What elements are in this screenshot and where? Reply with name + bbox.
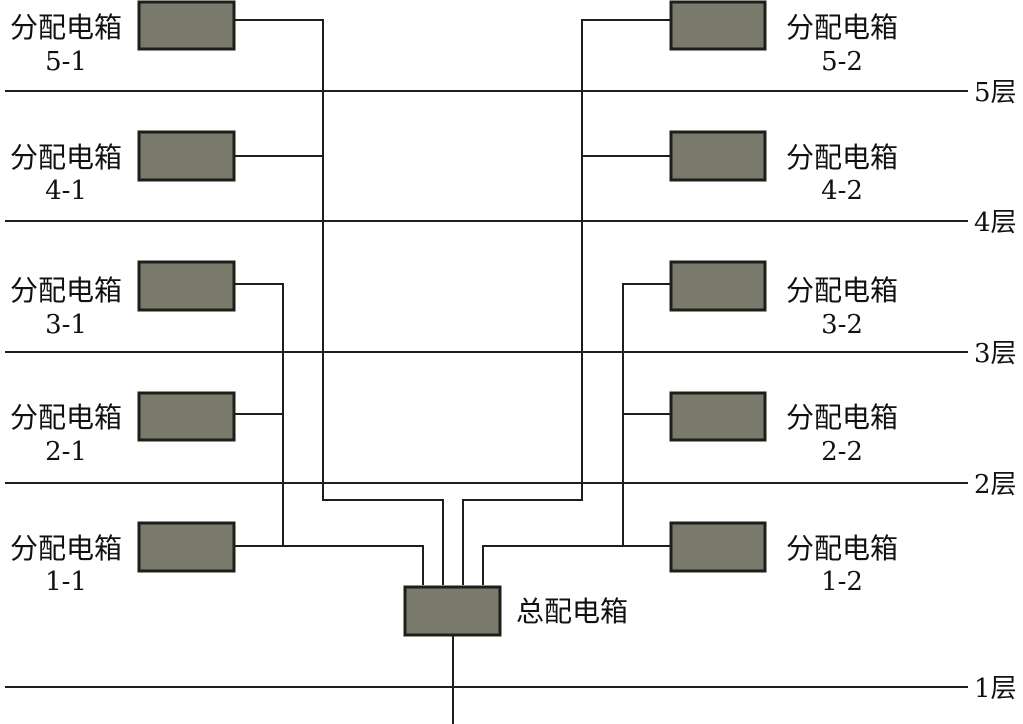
- wire-5-1: [234, 19, 444, 585]
- box-label-2-1: 分配电箱: [10, 401, 122, 434]
- box-code-5-2: 5-2: [821, 47, 863, 77]
- distribution-box-5-1: [137, 0, 236, 51]
- distribution-box-1-2: [669, 521, 767, 573]
- distribution-box-3-2: [669, 260, 767, 312]
- box-code-1-1: 1-1: [45, 567, 87, 597]
- wiring: [234, 19, 671, 724]
- main-box-label: 总配电箱: [516, 595, 628, 628]
- distribution-box-5-2: [669, 0, 767, 51]
- box-label-2-2: 分配电箱: [786, 401, 898, 434]
- floor-label-1: 1层: [974, 674, 1017, 704]
- right-labels: 分配电箱 5-2 分配电箱 4-2 分配电箱 3-2 分配电箱 2-2 分配电箱…: [786, 11, 898, 597]
- box-label-5-2: 分配电箱: [786, 11, 898, 44]
- box-label-4-1: 分配电箱: [10, 141, 122, 174]
- right-boxes: [669, 0, 767, 573]
- distribution-box-2-1: [137, 391, 236, 442]
- distribution-box-2-2: [669, 391, 767, 442]
- floor-label-2: 2层: [974, 470, 1017, 500]
- box-code-3-2: 3-2: [821, 310, 863, 340]
- box-label-3-2: 分配电箱: [786, 274, 898, 307]
- box-label-5-1: 分配电箱: [10, 11, 122, 44]
- left-labels: 分配电箱 5-1 分配电箱 4-1 分配电箱 3-1 分配电箱 2-1 分配电箱…: [10, 11, 122, 597]
- floor-labels: 5层 4层 3层 2层 1层: [974, 78, 1017, 704]
- box-code-2-1: 2-1: [45, 437, 87, 467]
- floor-label-4: 4层: [974, 208, 1017, 238]
- main-distribution-box: [403, 585, 502, 637]
- floor-label-5: 5层: [974, 78, 1017, 108]
- box-label-3-1: 分配电箱: [10, 274, 122, 307]
- box-code-4-1: 4-1: [45, 176, 87, 206]
- box-code-2-2: 2-2: [821, 437, 863, 467]
- box-label-4-2: 分配电箱: [786, 141, 898, 174]
- wire-3-1: [234, 283, 424, 585]
- wire-5-2: [462, 19, 671, 585]
- box-code-1-2: 1-2: [821, 567, 863, 597]
- floor-lines: [5, 90, 968, 688]
- floor-label-3: 3层: [974, 339, 1017, 369]
- box-code-3-1: 3-1: [45, 310, 87, 340]
- wire-3-2: [482, 283, 671, 585]
- distribution-box-3-1: [137, 260, 236, 312]
- box-label-1-2: 分配电箱: [786, 532, 898, 565]
- left-boxes: [137, 0, 236, 573]
- box-code-4-2: 4-2: [821, 176, 863, 206]
- distribution-box-4-2: [669, 130, 767, 182]
- box-label-1-1: 分配电箱: [10, 532, 122, 565]
- distribution-box-4-1: [137, 130, 236, 182]
- distribution-box-1-1: [137, 521, 236, 573]
- box-code-5-1: 5-1: [45, 47, 87, 77]
